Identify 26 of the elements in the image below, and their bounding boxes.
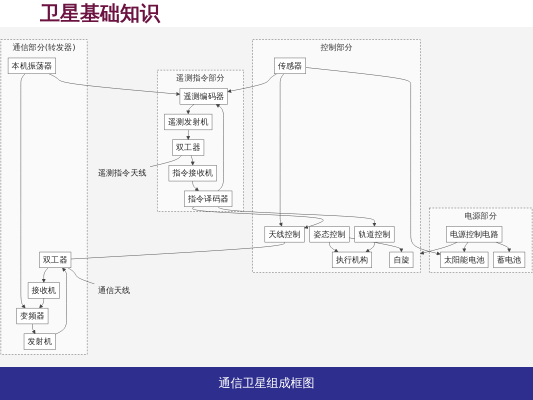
- node-box: 指令译码器: [184, 190, 232, 207]
- node-box: 双工器: [172, 140, 204, 156]
- node-box: 太阳能电池: [440, 252, 488, 268]
- node-box: 双工器: [39, 252, 72, 268]
- node-box: 接收机: [28, 282, 60, 299]
- node-box: 遥测编码器: [180, 88, 228, 104]
- node-text: 通信天线: [98, 286, 130, 296]
- node-box: 执行机构: [332, 252, 372, 268]
- node-box: 电源控制电路: [446, 226, 502, 242]
- node-box: 蓄电池: [493, 252, 526, 268]
- slide-title: 卫星基础知识: [39, 0, 162, 27]
- node-box: 轨道控制: [354, 226, 394, 242]
- node-box: 传感器: [274, 58, 306, 74]
- connector: [150, 155, 182, 167]
- node-box: 本机振荡器: [8, 58, 56, 74]
- connector: [70, 242, 285, 260]
- node-box: 天线控制: [264, 226, 305, 242]
- caption: 通信卫星组成框图: [0, 367, 533, 400]
- node-box: 变频器: [16, 308, 48, 324]
- node-box: 自旋: [389, 252, 414, 268]
- node-box: 遥测发射机: [164, 114, 212, 130]
- node-box: 姿态控制: [310, 226, 350, 242]
- node-box: 指令接收机: [168, 165, 217, 182]
- node-text: 遥测指令天线: [98, 168, 146, 178]
- node-box: 发射机: [24, 334, 56, 350]
- connector: [68, 268, 95, 284]
